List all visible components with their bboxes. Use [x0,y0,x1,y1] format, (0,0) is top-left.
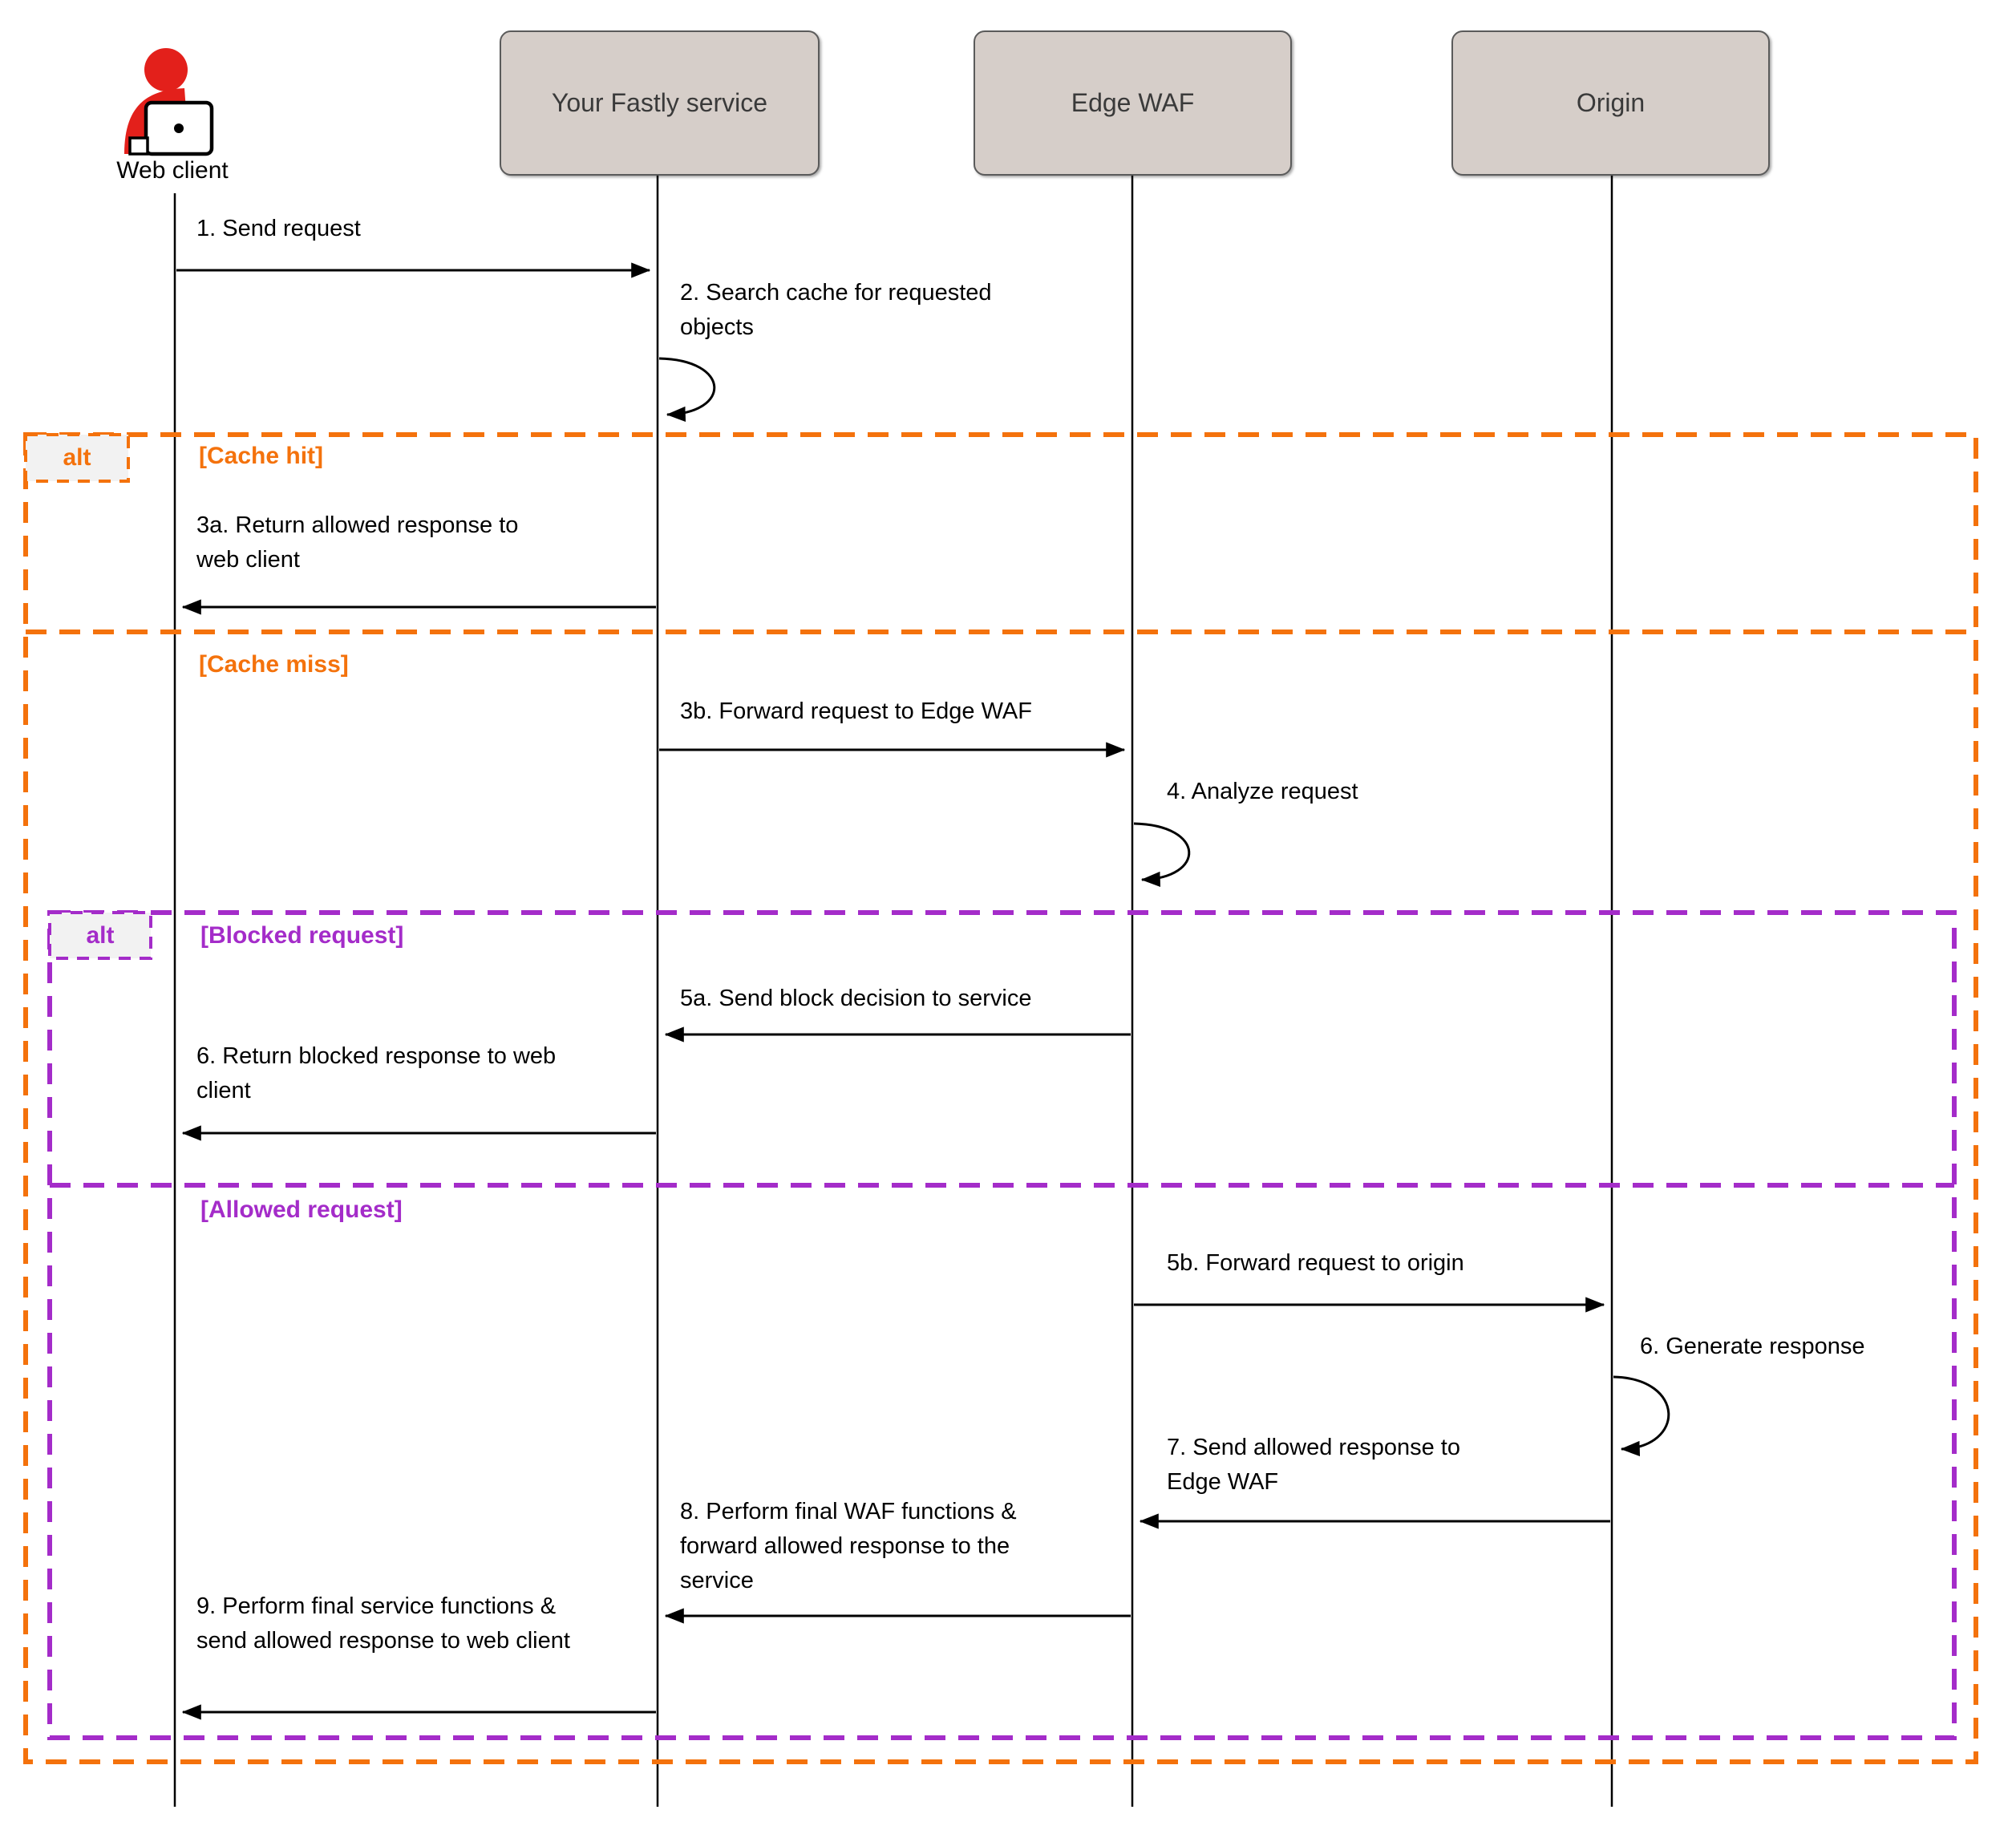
self-loop-msg-4-analyze [1133,822,1191,888]
alt-frame-cache-operator-box [24,433,130,483]
actor-label-edge-waf: Edge WAF [1071,88,1195,117]
message-label-3a-return-allowed: 3a. Return allowed response to web clien… [196,512,519,573]
alt-operator-waf: alt [86,921,115,949]
alt-frame-cache [23,432,1978,1764]
self-loop-msg-6-generate [1613,1375,1670,1457]
laptop-notch [128,136,149,156]
message-label-4-analyze-request: 4. Analyze request [1167,779,1358,804]
message-label-7-send-allowed: 7. Send allowed response to Edge WAF [1167,1435,1460,1495]
actor-label-web-client: Web client [116,157,229,184]
message-label-5a-block-decision: 5a. Send block decision to service [680,986,1032,1011]
condition-blocked-request: [Blocked request] [200,922,404,949]
actor-label-fastly: Your Fastly service [551,88,768,117]
message-label-3b-forward-to-waf: 3b. Forward request to Edge WAF [680,698,1032,724]
person-head [144,48,188,91]
actor-box-fastly: Your Fastly service [500,30,820,176]
actor-box-edge-waf: Edge WAF [974,30,1292,176]
laptop-camera-dot [174,123,184,133]
message-label-2-search-cache: 2. Search cache for requested objects [680,280,992,340]
actor-box-origin: Origin [1451,30,1770,176]
message-label-5b-forward-to-origin: 5b. Forward request to origin [1167,1250,1464,1276]
message-label-8-forward-allowed: 8. Perform final WAF functions & forward… [680,1499,1017,1593]
message-label-9-final-service: 9. Perform final service functions & sen… [196,1593,570,1654]
condition-cache-hit: [Cache hit] [199,443,324,469]
message-label-1-send-request: 1. Send request [196,216,361,241]
alt-frame-waf [47,910,1957,1740]
message-label-6-generate-response: 6. Generate response [1640,1334,1865,1359]
message-label-6-return-blocked: 6. Return blocked response to web client [196,1043,557,1103]
alt-frame-waf-operator-box [48,911,152,960]
web-client-icon [124,48,214,156]
condition-allowed-request: [Allowed request] [200,1196,403,1223]
condition-cache-miss: [Cache miss] [199,651,349,678]
self-loop-msg-2-search-cache [658,357,716,423]
alt-operator-cache: alt [63,444,91,471]
actor-label-origin: Origin [1576,88,1646,117]
